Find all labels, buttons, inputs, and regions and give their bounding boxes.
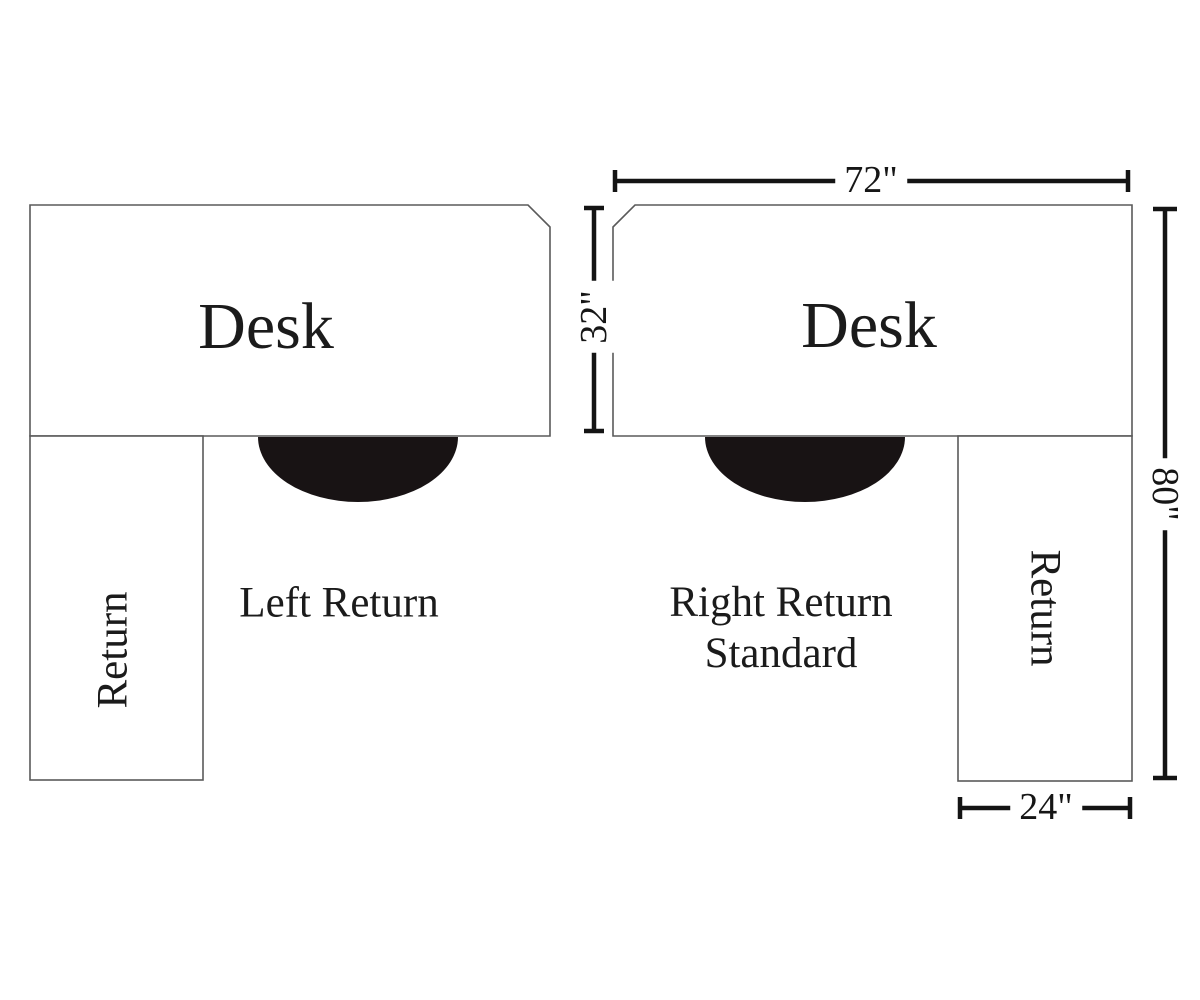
left-desk-label: Desk [198,290,334,363]
dimension-label-return-width: 24" [1010,786,1082,828]
left-desk-outline [29,204,551,437]
right-desk-label: Desk [801,289,937,362]
dimension-label-total-depth: 80" [1144,458,1186,530]
left-return-outline [29,435,204,781]
right-unit-caption-line2: Standard [704,630,858,677]
right-unit-caption: Right Return Standard [669,577,892,679]
right-return-outline [957,435,1133,782]
dimension-label-desk-depth: 32" [573,281,615,353]
left-unit-caption: Left Return [239,579,439,627]
left-return-label: Return [89,591,137,709]
right-desk-outline [612,204,1133,437]
right-return-label: Return [1021,549,1069,667]
left-chair-silhouette-icon [258,437,458,502]
right-chair-silhouette-icon [705,437,905,502]
right-unit-caption-line1: Right Return [669,579,893,626]
dimension-label-top-width: 72" [835,159,907,201]
